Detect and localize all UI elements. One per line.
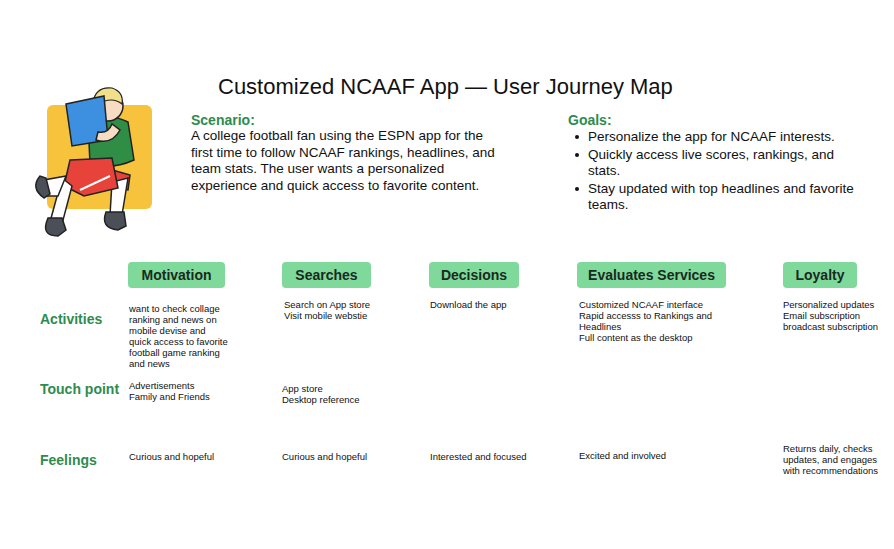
- goal-bullet-item: Personalize the app for NCAAF interests.: [568, 129, 868, 146]
- scenario-text: A college football fan using the ESPN ap…: [191, 128, 501, 194]
- feeling-cell-group: Curious and hopeful: [282, 451, 402, 462]
- diagram-title: Customized NCAAF App — User Journey Map: [218, 74, 673, 100]
- activity-cell-text: Customized NCAAF interface: [579, 299, 729, 310]
- feeling-cell-group: Excited and involved: [579, 450, 709, 461]
- row-label-text: Activities: [40, 311, 125, 327]
- goal-text: Personalize the app for NCAAF interests.: [588, 129, 835, 144]
- activity-cell-text: Search on App store: [284, 299, 394, 310]
- activity-cell-group: Download the app: [430, 299, 540, 310]
- goal-text: Stay updated with top headlines and favo…: [588, 181, 854, 213]
- activity-cell-text: Rapid accesss to Rankings and Headlines: [579, 310, 729, 332]
- stage-pill: Motivation: [128, 262, 225, 288]
- scenario-text: Scenario:: [191, 112, 501, 128]
- feeling-cell-group: Returns daily, checks updates, and engag…: [783, 443, 889, 476]
- feeling-cell-text: Excited and involved: [579, 450, 709, 461]
- scenario-group: Scenario:A college football fan using th…: [191, 112, 501, 194]
- stage-pill: Loyalty: [783, 262, 857, 288]
- bullet-dot: [575, 153, 579, 157]
- touchpoint-cell-text: Desktop reference: [282, 394, 392, 405]
- activity-cell-text: Email subscription: [783, 310, 889, 321]
- feeling-cell-group: Curious and hopeful: [129, 451, 249, 462]
- touchpoint-cell-text: Advertisements: [129, 380, 239, 391]
- touchpoint-cell-text: Family and Friends: [129, 391, 239, 402]
- goal-text: Quickly access live scores, rankings, an…: [588, 147, 834, 179]
- row-label-text: Touch point: [40, 381, 125, 397]
- row-label-text: Feelings: [40, 452, 125, 468]
- activity-cell-group: want to check collage ranking and news o…: [129, 303, 229, 369]
- stage-pill: Searches: [282, 262, 371, 288]
- goals-text: Goals:: [568, 112, 868, 128]
- activity-cell-text: broadcast subscription: [783, 321, 889, 332]
- feeling-cell-text: Curious and hopeful: [129, 451, 249, 462]
- goal-bullet-item: Quickly access live scores, rankings, an…: [568, 147, 868, 180]
- activity-cell-text: Full content as the desktop: [579, 332, 729, 343]
- bullet-dot: [575, 135, 579, 139]
- row-label-group: Touch point: [40, 381, 125, 397]
- feeling-cell-text: Interested and focused: [430, 451, 550, 462]
- feeling-cell-text: Curious and hopeful: [282, 451, 402, 462]
- activity-cell-text: want to check collage ranking and news o…: [129, 303, 229, 369]
- activity-cell-text: Visit mobile webstie: [284, 310, 394, 321]
- touchpoint-cell-group: App storeDesktop reference: [282, 383, 392, 405]
- stage-name: Motivation: [142, 267, 212, 283]
- goal-bullet-item: Stay updated with top headlines and favo…: [568, 181, 868, 214]
- activity-cell-group: Search on App storeVisit mobile webstie: [284, 299, 394, 321]
- touchpoint-cell-group: AdvertisementsFamily and Friends: [129, 380, 239, 402]
- feeling-cell-group: Interested and focused: [430, 451, 550, 462]
- stage-pill: Evaluates Services: [577, 262, 726, 288]
- stage-name: Decisions: [441, 267, 507, 283]
- stage-name: Loyalty: [795, 267, 844, 283]
- stage-name: Evaluates Services: [588, 267, 715, 283]
- touchpoint-cell-text: App store: [282, 383, 392, 394]
- activity-cell-text: Personalized updates: [783, 299, 889, 310]
- stage-pill: Decisions: [429, 262, 519, 288]
- bullet-dot: [575, 187, 579, 191]
- goals-group: Goals:Personalize the app for NCAAF inte…: [568, 112, 868, 214]
- activity-cell-group: Personalized updatesEmail subscriptionbr…: [783, 299, 889, 332]
- row-label-group: Feelings: [40, 452, 125, 468]
- row-label-group: Activities: [40, 311, 125, 327]
- activity-cell-text: Download the app: [430, 299, 540, 310]
- feeling-cell-text: Returns daily, checks updates, and engag…: [783, 443, 889, 476]
- activity-cell-group: Customized NCAAF interfaceRapid accesss …: [579, 299, 729, 343]
- stage-name: Searches: [295, 267, 357, 283]
